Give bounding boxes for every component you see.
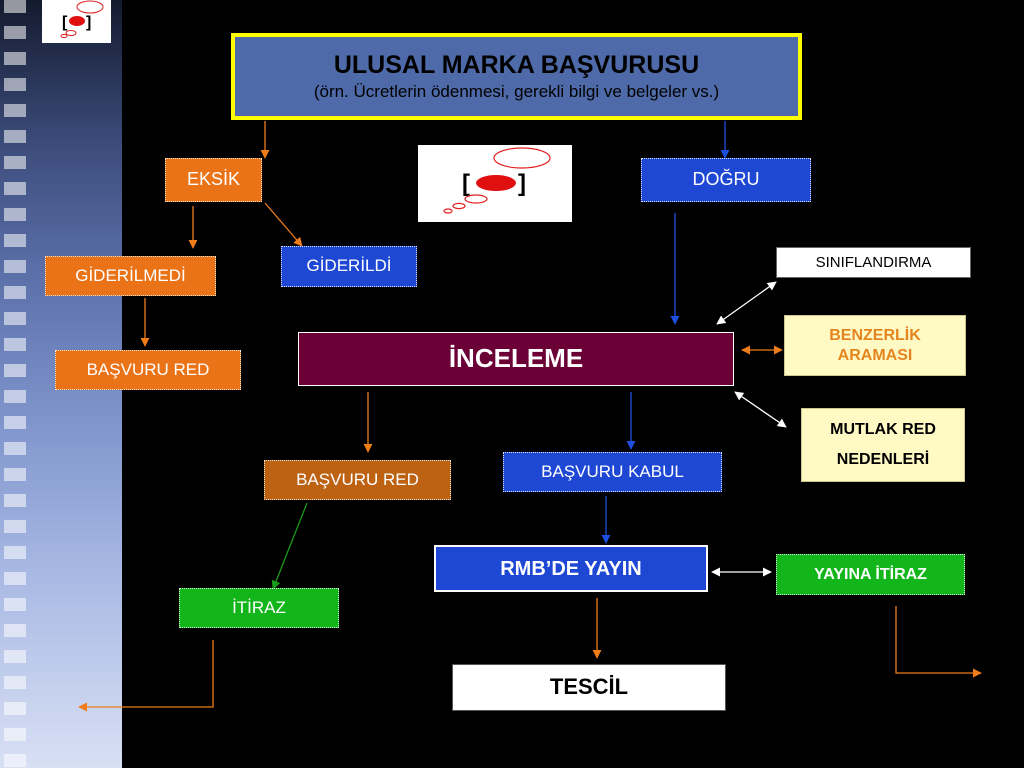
logo-small: [ ] (42, 0, 111, 43)
filmstrip-decoration (4, 0, 26, 768)
svg-text:]: ] (86, 14, 91, 31)
node-siniflandirma: SINIFLANDIRMA (776, 247, 971, 278)
svg-text:[: [ (62, 14, 68, 31)
svg-text:[: [ (462, 170, 470, 197)
node-giderildi: GİDERİLDİ (281, 246, 417, 287)
node-dogru: DOĞRU (641, 158, 811, 202)
arrow-inceleme-mutlak (734, 391, 787, 428)
node-basvuru-red-2: BAŞVURU RED (264, 460, 451, 500)
arrow-itiraz-left (78, 640, 214, 712)
arrow-red-itiraz (271, 502, 308, 590)
svg-text:]: ] (518, 170, 526, 197)
arrow-yayinaitiraz-right (895, 606, 982, 678)
node-yayina-itiraz: YAYINA İTİRAZ (776, 554, 965, 595)
title-box: ULUSAL MARKA BAŞVURUSU (örn. Ücretlerin … (231, 33, 802, 120)
node-benzerlik-aramasi: BENZERLİK ARAMASI (784, 315, 966, 376)
node-mutlak-red-nedenleri: MUTLAK RED NEDENLERİ (801, 408, 965, 482)
title-subtitle: (örn. Ücretlerin ödenmesi, gerekli bilgi… (313, 82, 720, 102)
speech-bubble-logo-icon: [ ] (60, 0, 104, 39)
node-inceleme: İNCELEME (298, 332, 734, 386)
node-tescil: TESCİL (452, 664, 726, 711)
arrow-inceleme-siniflandirma (716, 281, 777, 325)
logo-center: [ ] (418, 145, 572, 222)
node-basvuru-kabul: BAŞVURU KABUL (503, 452, 722, 492)
node-eksik: EKSİK (165, 158, 262, 202)
node-giderilmedi: GİDERİLMEDİ (45, 256, 216, 296)
node-itiraz: İTİRAZ (179, 588, 339, 628)
arrow-eksik-giderildi (264, 202, 303, 247)
node-rmb-yayin: RMB’DE YAYIN (434, 545, 708, 592)
node-basvuru-red-1: BAŞVURU RED (55, 350, 241, 390)
speech-bubble-logo-icon: [ ] (443, 147, 551, 214)
title-main: ULUSAL MARKA BAŞVURUSU (333, 51, 700, 80)
